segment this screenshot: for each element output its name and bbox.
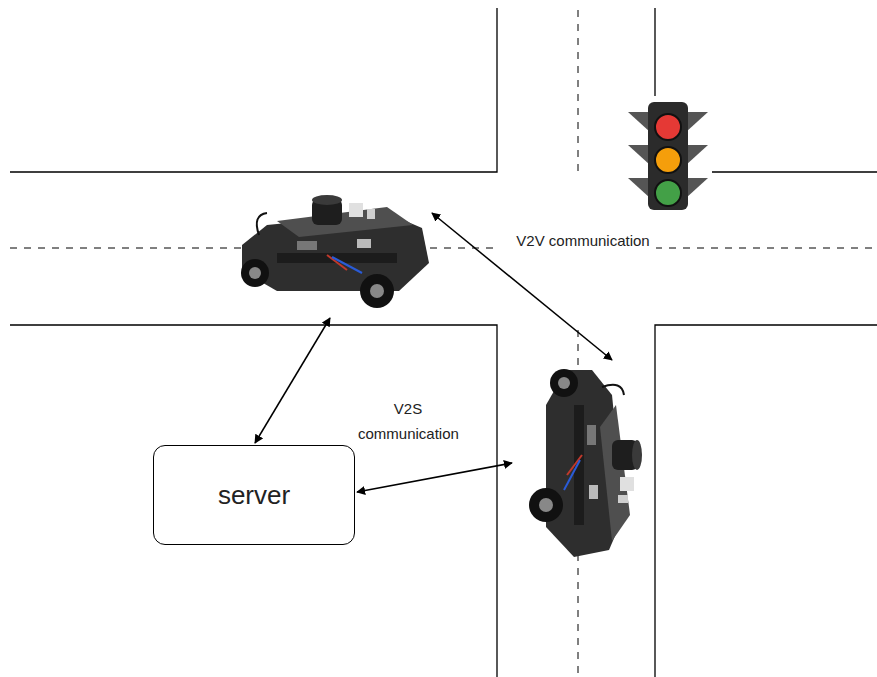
road-edges	[10, 8, 877, 677]
node-label: server	[218, 480, 290, 511]
lane-markings	[10, 10, 877, 677]
server-box: server	[153, 445, 355, 545]
communication-label: V2S communication	[355, 396, 461, 446]
traffic-light	[620, 96, 712, 212]
robot-car	[241, 195, 429, 308]
communication-label: V2V communication	[510, 228, 656, 253]
robot-car	[529, 369, 642, 557]
